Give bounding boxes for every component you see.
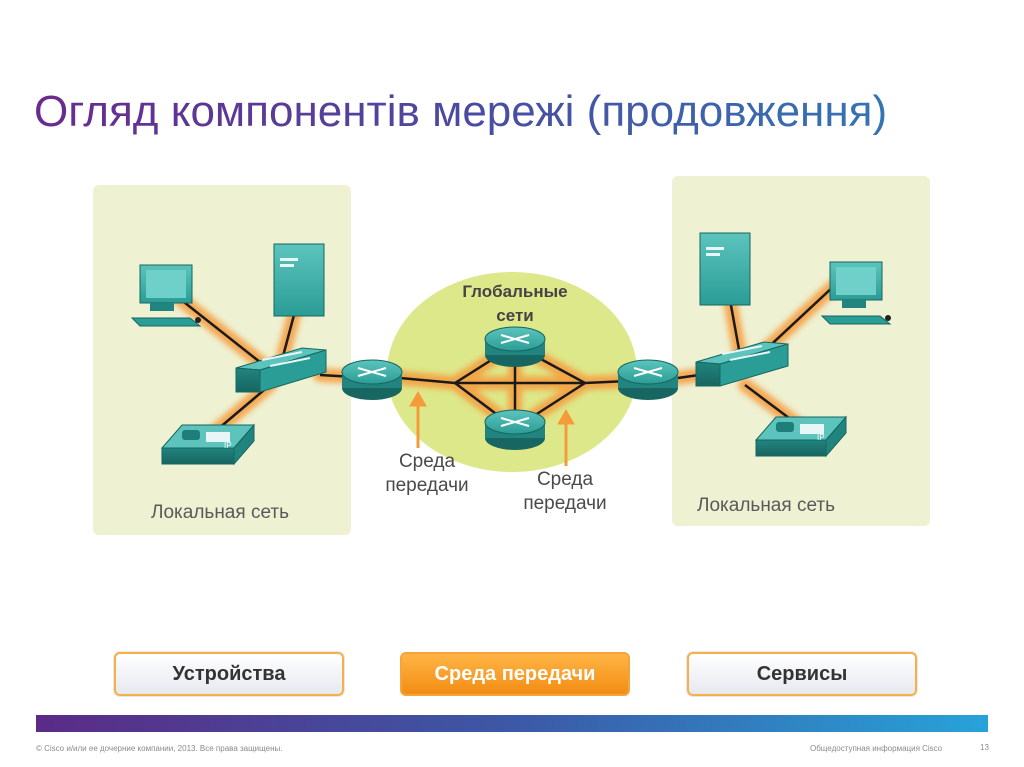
medium-label-1: Среда передачи <box>372 450 482 498</box>
router-right-icon <box>617 359 679 400</box>
pc-left-icon <box>130 264 202 327</box>
server-left-icon <box>273 243 325 317</box>
ip-label-right: IP <box>817 433 825 442</box>
lan-right-label: Локальная сеть <box>697 495 835 516</box>
wan-label-line2: сети <box>496 306 534 325</box>
footer-bar <box>36 715 988 732</box>
ip-label-left: IP <box>224 441 232 450</box>
medium-label-2-line2: передачи <box>523 493 607 514</box>
medium-label-1-line1: Среда <box>398 451 456 472</box>
lan-left-label: Локальная сеть <box>151 502 289 523</box>
tab-services[interactable]: Сервисы <box>687 652 917 696</box>
arrow-medium-2-icon <box>557 408 575 466</box>
page-number: 13 <box>980 743 989 752</box>
router-left-icon <box>341 359 403 400</box>
tab-media[interactable]: Среда передачи <box>400 652 630 696</box>
medium-label-2: Среда передачи <box>510 468 620 516</box>
footer-copyright: © Cisco и/или ее дочерние компании, 2013… <box>36 744 283 753</box>
switch-right-icon <box>695 341 789 387</box>
medium-label-2-line1: Среда <box>536 469 594 490</box>
pc-right-icon <box>820 261 892 325</box>
ip-phone-right-icon: IP <box>754 415 848 458</box>
server-right-icon <box>699 232 751 306</box>
wan-label: Глобальные сети <box>430 280 600 328</box>
router-wan-bottom-icon <box>484 409 546 450</box>
tab-devices[interactable]: Устройства <box>114 652 344 696</box>
router-wan-top-icon <box>484 326 546 367</box>
switch-left-icon <box>235 347 327 393</box>
arrow-medium-1-icon <box>409 390 427 448</box>
wan-label-line1: Глобальные <box>462 282 568 301</box>
medium-label-1-line2: передачи <box>385 475 469 496</box>
footer-classification: Общедоступная информация Cisco <box>810 744 943 753</box>
ip-phone-left-icon: IP <box>160 423 256 466</box>
slide-title: Огляд компонентів мережі (продовження) <box>34 82 994 142</box>
